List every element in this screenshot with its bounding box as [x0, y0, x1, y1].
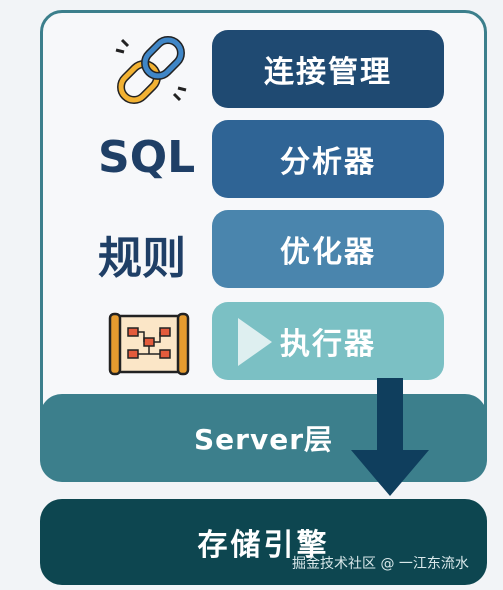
watermark-text: 掘金技术社区 @ 一江东流水 — [292, 556, 469, 572]
plan-scroll-icon — [108, 312, 190, 376]
storage-label: 存储引擎 — [197, 528, 330, 563]
connection-management-box: 连接管理 — [212, 30, 444, 108]
connection-label: 连接管理 — [264, 55, 392, 90]
play-icon[interactable] — [238, 318, 272, 366]
analyzer-box: 分析器 — [212, 120, 444, 198]
rule-label: 规则 — [98, 233, 186, 284]
storage-engine-bar: 存储引擎 — [40, 499, 487, 585]
optimizer-box: 优化器 — [212, 210, 444, 288]
executor-label: 执行器 — [280, 327, 376, 362]
down-arrow-icon — [351, 378, 429, 496]
server-label: Server层 — [193, 423, 334, 456]
optimizer-label: 优化器 — [280, 235, 376, 270]
chain-link-icon — [115, 36, 187, 104]
sql-label: SQL — [98, 132, 196, 183]
analyzer-label: 分析器 — [280, 145, 376, 180]
